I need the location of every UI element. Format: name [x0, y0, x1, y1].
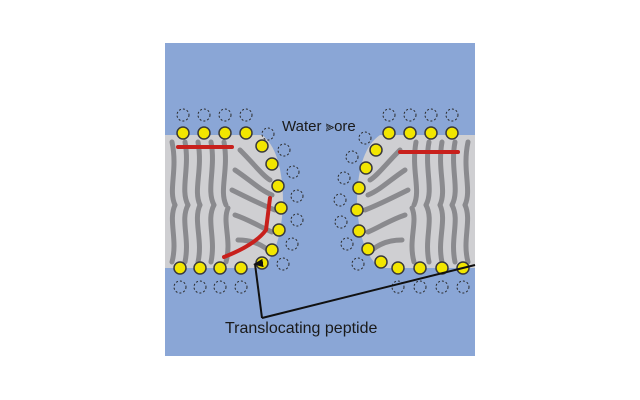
empty-headgroup-outline-icon: [173, 108, 470, 294]
lipid-headgroup-icon: [173, 126, 470, 275]
translocating-peptide-label: Translocating peptide: [225, 320, 377, 337]
arrow-icon: [255, 264, 476, 319]
left-membrane-block: [165, 135, 283, 268]
water-pore-label: Water ⫸ore: [282, 118, 356, 135]
right-membrane-block: [357, 135, 475, 268]
peptide-helix-icon: [176, 145, 460, 259]
